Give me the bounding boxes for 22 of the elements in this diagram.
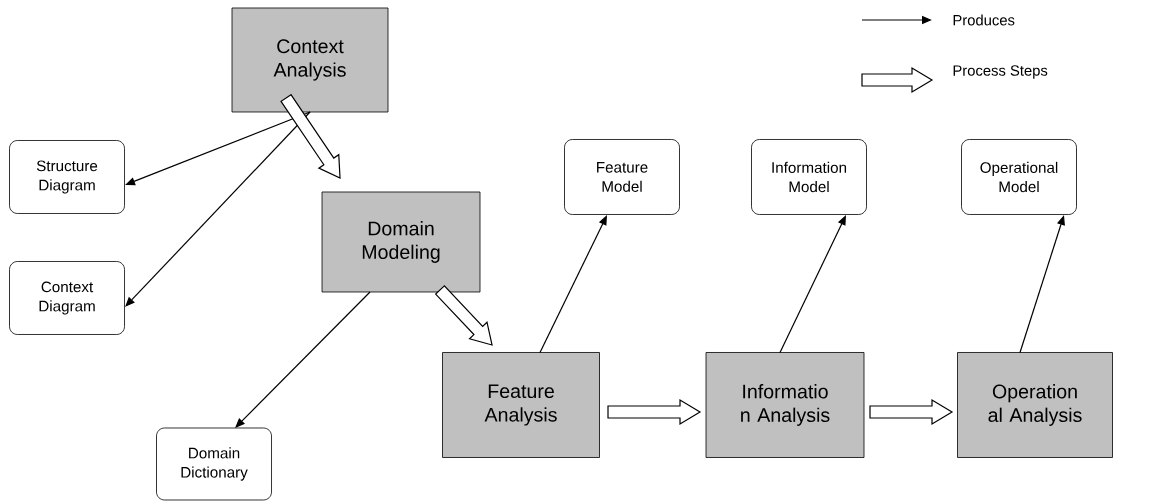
output-box: Information Model: [751, 139, 867, 215]
process-box: Context Analysis: [231, 7, 389, 113]
arrow: [1019, 215, 1065, 354]
process-box: Domain Modeling: [321, 191, 481, 293]
block-arrow: [869, 398, 954, 426]
block-arrow: [607, 398, 702, 426]
output-box: Feature Model: [564, 139, 680, 215]
block-arrow: [434, 285, 493, 346]
legend-label: Produces: [953, 14, 1015, 26]
legend-label: Process Steps: [953, 65, 1048, 79]
output-box: Operational Model: [961, 139, 1077, 215]
arrow: [235, 291, 371, 428]
arrow: [539, 215, 607, 354]
arrow: [779, 215, 846, 354]
arrow: [125, 111, 311, 307]
output-box: Structure Diagram: [9, 140, 125, 214]
output-box: Domain Dictionary: [156, 427, 272, 501]
process-box: Feature Analysis: [442, 352, 600, 458]
arrow: [125, 111, 311, 186]
process-box: Operation al Analysis: [957, 352, 1113, 458]
process-box: Informatio n Analysis: [705, 352, 865, 458]
output-box: Context Diagram: [9, 261, 125, 335]
